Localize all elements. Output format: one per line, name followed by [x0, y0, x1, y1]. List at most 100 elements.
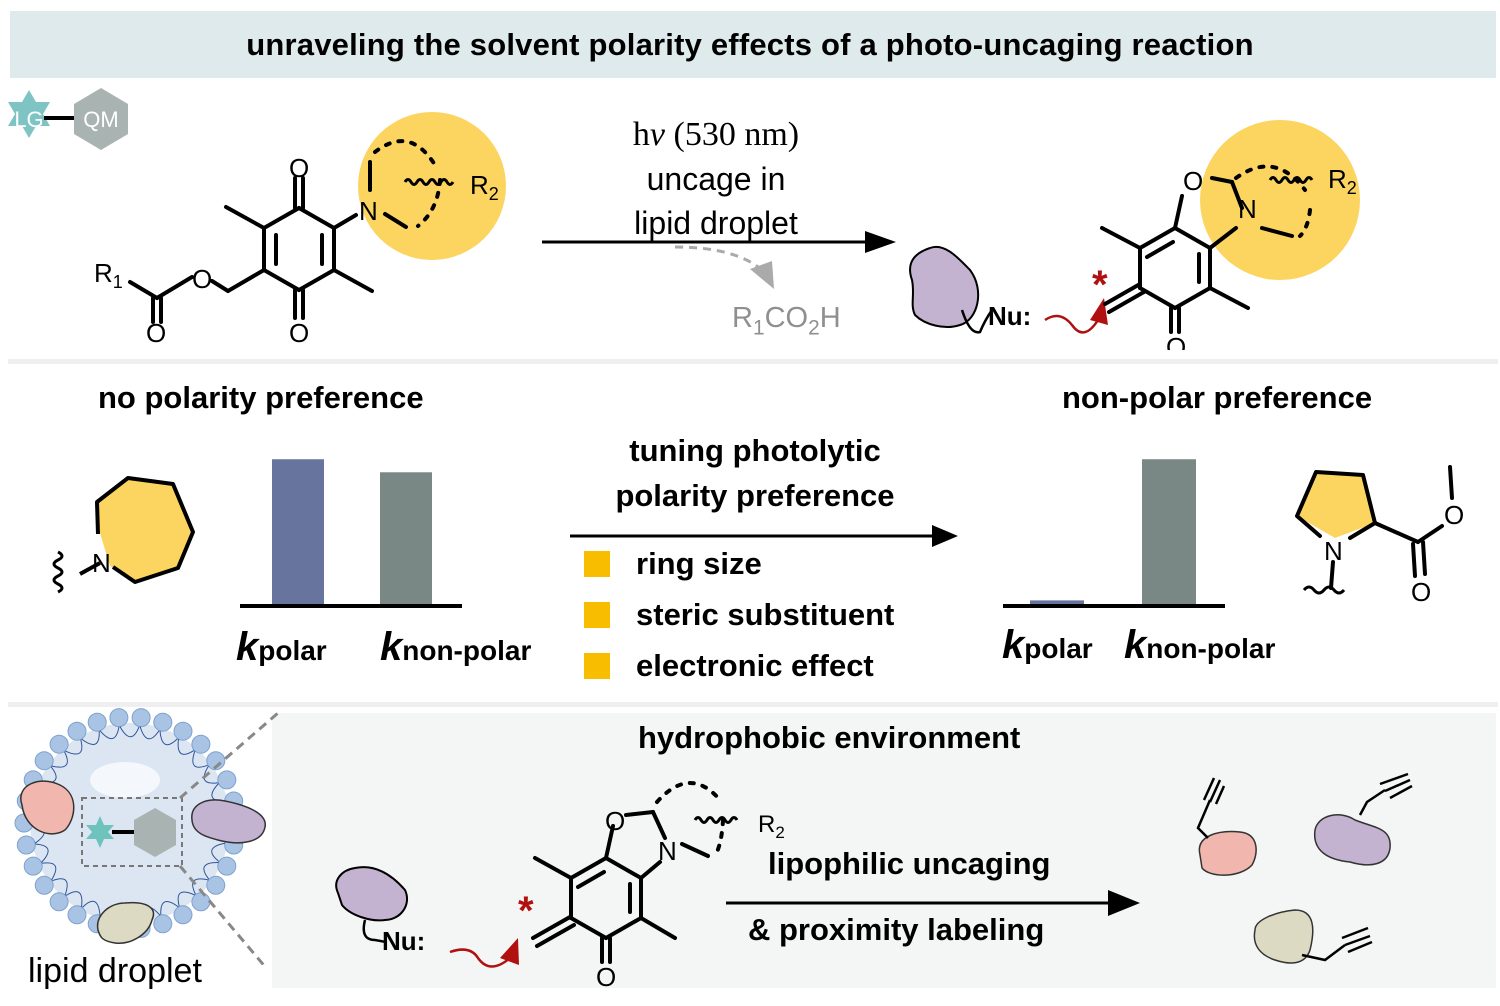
lg-star-icon [8, 90, 50, 138]
droplet-highlight [90, 762, 160, 798]
r2-label: R2 [470, 170, 499, 204]
lipid-head-bead [67, 905, 87, 925]
lipid-head-bead [206, 751, 226, 771]
arrow-label-top: lipophilic uncaging [768, 846, 1051, 881]
arrow-label-bottom: & proximity labeling [748, 912, 1045, 947]
lipid-tail [139, 726, 160, 740]
reactant-structure: O O O O N R1 R2 [94, 112, 506, 348]
k-nonpolar-label-right: knon-polar [1124, 623, 1276, 667]
lg-qm-legend: LG QM [8, 88, 128, 150]
lipid-head-bead [131, 708, 151, 728]
byproduct-dashed-arrow [674, 245, 763, 272]
protein-icon [909, 245, 980, 328]
r1-label: R1 [94, 258, 123, 292]
protein-icon [335, 866, 408, 922]
phospholipid-layer [14, 708, 246, 938]
lipid-tail [119, 726, 140, 738]
bullet-square-icon [584, 652, 610, 679]
lipid-head-bead [67, 721, 87, 741]
amine-highlight [1200, 120, 1360, 280]
protein-purple-icon [1314, 814, 1391, 866]
nucleophile-label: Nu: [382, 926, 425, 956]
factor-list: ring size steric substituent electronic … [584, 538, 894, 691]
labeled-protein-purple [1314, 772, 1413, 866]
ring-highlight [1297, 472, 1375, 538]
qm-hexagon-icon [74, 88, 128, 150]
lipid-head-bead [217, 856, 237, 876]
tuning-line-2: polarity preference [615, 478, 895, 513]
lipid-droplet-label: lipid droplet [28, 952, 202, 990]
lipid-head-bead [153, 712, 173, 732]
wavy-bond-icon [1268, 176, 1314, 184]
lipid-tail [159, 730, 179, 746]
factor-item: steric substituent [584, 589, 894, 640]
lipid-head-bead [191, 734, 211, 754]
lipid-tail [51, 878, 68, 896]
lipid-head-bead [49, 892, 69, 912]
k-polar-label-left: kpolar [236, 625, 327, 669]
atom-n: N [92, 548, 111, 578]
atom-n: N [359, 196, 378, 226]
lipid-head-bead [34, 875, 54, 895]
labeling-arrow [726, 890, 1140, 916]
bottom-intermediate-structure: Nu: * O N O R2 [335, 781, 785, 992]
lipid-tail [160, 901, 179, 916]
lipid-tail [81, 900, 101, 916]
wavy-bond-icon [52, 550, 64, 594]
section-divider [8, 702, 1498, 707]
asterisk-marker: * [518, 889, 534, 933]
section-divider [8, 359, 1498, 364]
left-heading: no polarity preference [98, 380, 424, 415]
lipid-tail [177, 738, 195, 755]
attack-arrowhead-icon [500, 938, 519, 965]
bar-k-polar [1030, 600, 1084, 604]
k-nonpolar-label-left: knon-polar [380, 625, 532, 669]
condition-line-2: uncage in [646, 161, 786, 197]
lipid-head-bead [23, 856, 43, 876]
wavy-bond-icon [1302, 585, 1346, 595]
nucleophile-label: Nu: [988, 301, 1031, 331]
title-banner [10, 11, 1496, 78]
protein-purple-icon [191, 799, 266, 844]
lipid-tail [41, 862, 57, 881]
bar-k-polar [272, 459, 324, 604]
left-bar-chart [240, 459, 462, 608]
condition-line-3: lipid droplet [634, 205, 798, 241]
alkyne-tag-icon [1358, 772, 1413, 816]
factor-item: electronic effect [584, 640, 894, 691]
wavy-bond-icon [403, 178, 455, 186]
amine-highlight [358, 112, 506, 260]
lipid-head-bead [206, 875, 226, 895]
bullet-square-icon [584, 601, 610, 628]
lipid-head-bead [173, 905, 193, 925]
atom-o: O [146, 318, 166, 348]
lipid-tail [64, 739, 83, 755]
lipid-tail [177, 891, 196, 907]
lg-star-icon [86, 816, 114, 848]
lipid-tail [65, 891, 83, 908]
azepane-structure: N [52, 476, 195, 594]
reaction-arrow [542, 231, 896, 289]
labeled-protein-red [1196, 777, 1257, 876]
zoom-guide-line [179, 711, 279, 800]
right-bar-chart [1003, 459, 1225, 608]
lipid-tail [51, 751, 68, 768]
lipid-head-bead [153, 914, 173, 934]
panel-heading: hydrophobic environment [638, 720, 1021, 755]
attack-arrow-icon [449, 948, 511, 968]
arrowhead-icon [932, 525, 958, 547]
lipid-head-bead [34, 751, 54, 771]
bar-k-nonpolar [380, 472, 432, 604]
ring-highlight [95, 478, 193, 582]
product-structure: Nu: * O N O R2 [909, 120, 1360, 350]
atom-o: O [289, 318, 309, 348]
right-heading: non-polar preference [1062, 380, 1373, 415]
lg-label: LG [14, 107, 43, 132]
attack-arrow-icon [1044, 314, 1100, 334]
lipid-head-bead [173, 721, 193, 741]
r2-label: R2 [758, 811, 785, 842]
byproduct-arrowhead-icon [750, 261, 774, 289]
tuning-label: tuning photolytic polarity preference [570, 428, 940, 518]
atom-n: N [1238, 194, 1257, 224]
r2-label: R2 [1328, 164, 1357, 198]
